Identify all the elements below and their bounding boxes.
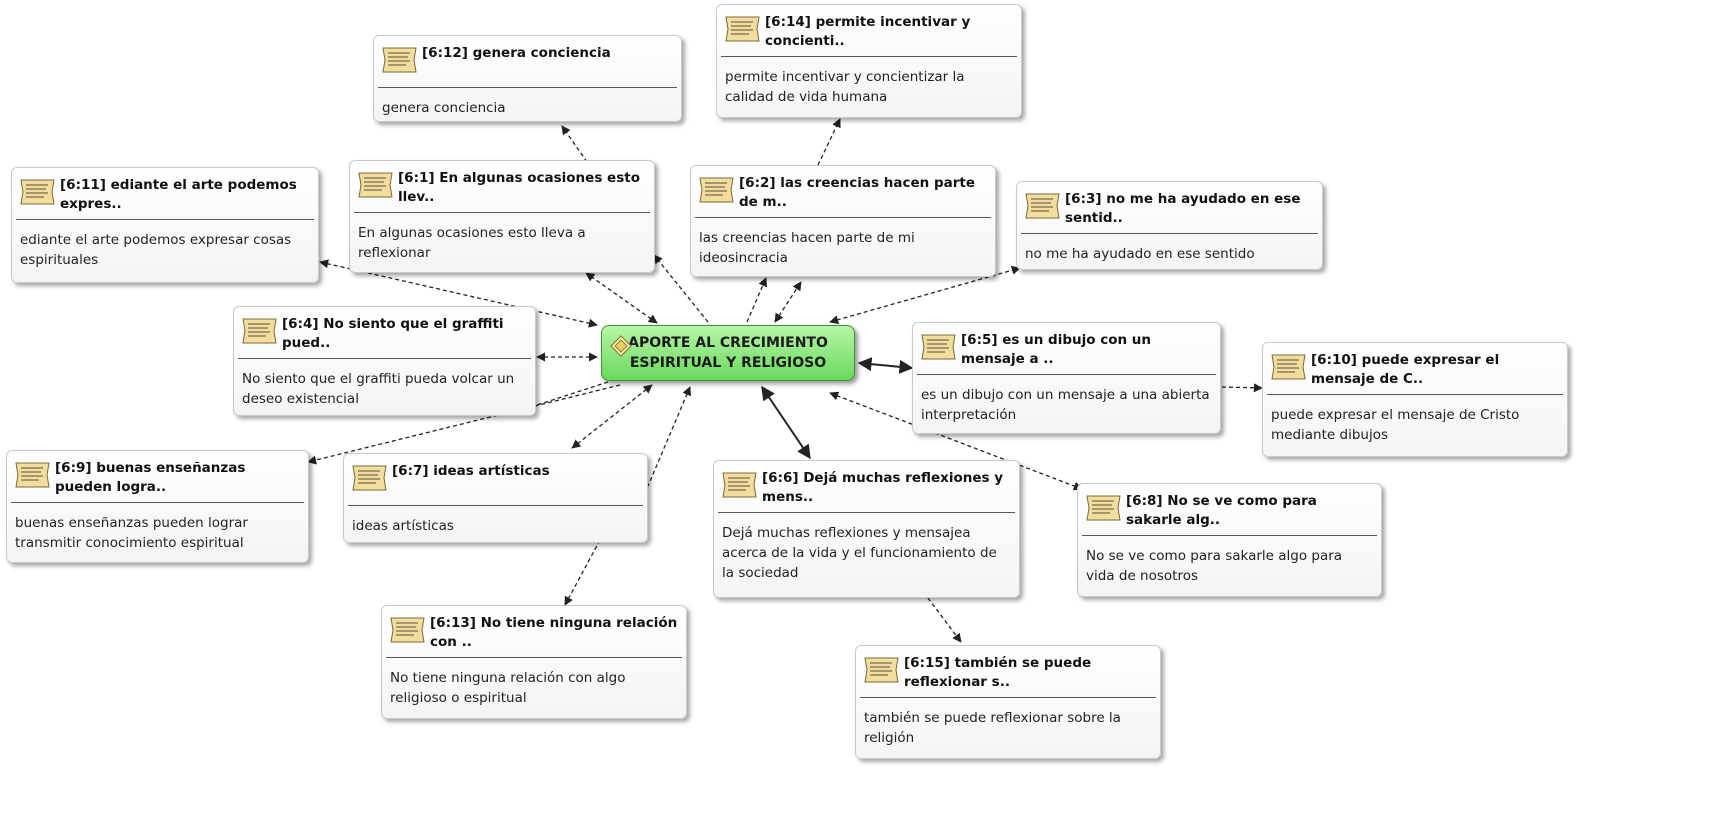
quote-note-icon — [390, 617, 425, 643]
quote-text: ideas artísticas — [352, 518, 454, 534]
link-center-6-7b — [647, 386, 691, 487]
quote-text: las creencias hacen parte de mi ideosinc… — [699, 230, 915, 266]
quote-card-6-9[interactable]: [6:9] buenas enseñanzas pueden logra.. b… — [6, 450, 309, 563]
link-6-2-6-14 — [817, 118, 841, 166]
divider — [721, 56, 1017, 57]
quote-text: No se ve como para sakarle algo para vid… — [1086, 548, 1343, 584]
quote-text: No tiene ninguna relación con algo relig… — [390, 670, 626, 706]
quote-title: [6:2] las creencias hacen parte de m.. — [739, 175, 975, 210]
quote-note-icon — [242, 318, 277, 344]
divider — [917, 374, 1216, 375]
quote-card-6-6[interactable]: [6:6] Dejá muchas reflexiones y mens.. D… — [713, 460, 1020, 598]
quote-text: genera conciencia — [382, 100, 506, 116]
quote-card-6-13[interactable]: [6:13] No tiene ninguna relación con .. … — [381, 605, 687, 719]
code-node-icon — [610, 335, 632, 357]
link-center-6-1 — [585, 272, 658, 324]
quote-note-icon — [722, 472, 757, 498]
quote-text: puede expresar el mensaje de Cristo medi… — [1271, 407, 1520, 443]
quote-card-6-8[interactable]: [6:8] No se ve como para sakarle alg.. N… — [1077, 483, 1382, 597]
quote-text: No siento que el graffiti pueda volcar u… — [242, 371, 515, 407]
divider — [860, 697, 1156, 698]
quote-title: [6:10] puede expresar el mensaje de C.. — [1311, 352, 1500, 387]
quote-note-icon — [20, 179, 55, 205]
quote-card-6-3[interactable]: [6:3] no me ha ayudado en ese sentid.. n… — [1016, 181, 1323, 270]
link-center-6-5 — [857, 357, 914, 374]
quote-title: [6:4] No siento que el graffiti pued.. — [282, 316, 504, 351]
divider — [386, 657, 682, 658]
quote-note-icon — [1271, 354, 1306, 380]
quote-title: [6:9] buenas enseñanzas pueden logra.. — [55, 460, 246, 495]
divider — [1267, 394, 1563, 395]
quote-text: buenas enseñanzas pueden lograr transmit… — [15, 515, 248, 551]
quote-title: [6:6] Dejá muchas reflexiones y mens.. — [762, 470, 1004, 505]
quote-text: Dejá muchas reflexiones y mensajea acerc… — [722, 525, 997, 581]
quote-note-icon — [699, 177, 734, 203]
link-center-6-2 — [746, 277, 767, 323]
quote-card-6-10[interactable]: [6:10] puede expresar el mensaje de C.. … — [1262, 342, 1568, 457]
quote-note-icon — [1086, 495, 1121, 521]
divider — [11, 502, 304, 503]
quote-note-icon — [864, 657, 899, 683]
quote-note-icon — [725, 16, 760, 42]
quote-title: [6:14] permite incentivar y concienti.. — [765, 14, 971, 49]
quote-note-icon — [15, 462, 50, 488]
link-center-6-2b — [774, 281, 802, 323]
link-center-6-8 — [829, 391, 1083, 491]
quote-text: no me ha ayudado en ese sentido — [1025, 246, 1255, 262]
quote-title: [6:1] En algunas ocasiones esto llev.. — [398, 170, 640, 205]
center-code-node[interactable]: APORTE AL CRECIMIENTO ESPIRITUAL Y RELIG… — [601, 325, 855, 381]
link-center-6-7 — [571, 384, 653, 449]
link-center-6-3 — [829, 265, 1021, 325]
divider — [348, 505, 643, 506]
link-6-6-6-15 — [927, 597, 962, 643]
link-center-6-11 — [319, 259, 598, 328]
quote-card-6-5[interactable]: [6:5] es un dibujo con un mensaje a .. e… — [912, 322, 1221, 434]
divider — [1082, 535, 1377, 536]
link-center-6-1b — [653, 254, 709, 323]
quote-text: también se puede reflexionar sobre la re… — [864, 710, 1121, 746]
quote-card-6-14[interactable]: [6:14] permite incentivar y concienti.. … — [716, 4, 1022, 118]
quote-note-icon — [358, 172, 393, 198]
link-6-1-6-12 — [561, 125, 588, 163]
quote-text: En algunas ocasiones esto lleva a reflex… — [358, 225, 586, 261]
divider — [1021, 233, 1318, 234]
quote-card-6-11[interactable]: [6:11] ediante el arte podemos expres.. … — [11, 167, 319, 283]
quote-text: ediante el arte podemos expresar cosas e… — [20, 232, 292, 268]
quote-title: [6:5] es un dibujo con un mensaje a .. — [961, 332, 1152, 367]
divider — [695, 217, 991, 218]
quote-title: [6:15] también se puede reflexionar s.. — [904, 655, 1092, 690]
center-code-label: APORTE AL CRECIMIENTO ESPIRITUAL Y RELIG… — [628, 335, 828, 371]
quote-title: [6:7] ideas artísticas — [392, 463, 550, 479]
quote-card-6-4[interactable]: [6:4] No siento que el graffiti pued.. N… — [233, 306, 536, 416]
quote-text: permite incentivar y concientizar la cal… — [725, 69, 965, 105]
link-6-7-6-13 — [564, 539, 601, 606]
quote-title: [6:13] No tiene ninguna relación con .. — [430, 615, 678, 650]
quote-card-6-2[interactable]: [6:2] las creencias hacen parte de m.. l… — [690, 165, 996, 277]
link-center-6-6 — [761, 385, 811, 460]
divider — [354, 212, 650, 213]
divider — [16, 219, 314, 220]
divider — [238, 358, 531, 359]
divider — [718, 512, 1015, 513]
link-center-6-9 — [307, 384, 621, 465]
quote-card-6-7[interactable]: [6:7] ideas artísticas ideas artísticas — [343, 453, 648, 543]
link-center-6-4b — [536, 381, 609, 406]
quote-title: [6:12] genera conciencia — [422, 45, 611, 61]
quote-title: [6:3] no me ha ayudado en ese sentid.. — [1065, 191, 1301, 226]
quote-note-icon — [382, 47, 417, 73]
quote-note-icon — [1025, 193, 1060, 219]
quote-card-6-12[interactable]: [6:12] genera conciencia genera concienc… — [373, 35, 682, 122]
quote-note-icon — [921, 334, 956, 360]
quote-card-6-15[interactable]: [6:15] también se puede reflexionar s.. … — [855, 645, 1161, 759]
quote-text: es un dibujo con un mensaje a una abiert… — [921, 387, 1210, 423]
quote-title: [6:11] ediante el arte podemos expres.. — [60, 177, 297, 212]
quote-card-6-1[interactable]: [6:1] En algunas ocasiones esto llev.. E… — [349, 160, 655, 273]
link-6-5-6-10 — [1221, 383, 1263, 393]
quote-note-icon — [352, 465, 387, 491]
quote-title: [6:8] No se ve como para sakarle alg.. — [1126, 493, 1317, 528]
divider — [378, 87, 677, 88]
